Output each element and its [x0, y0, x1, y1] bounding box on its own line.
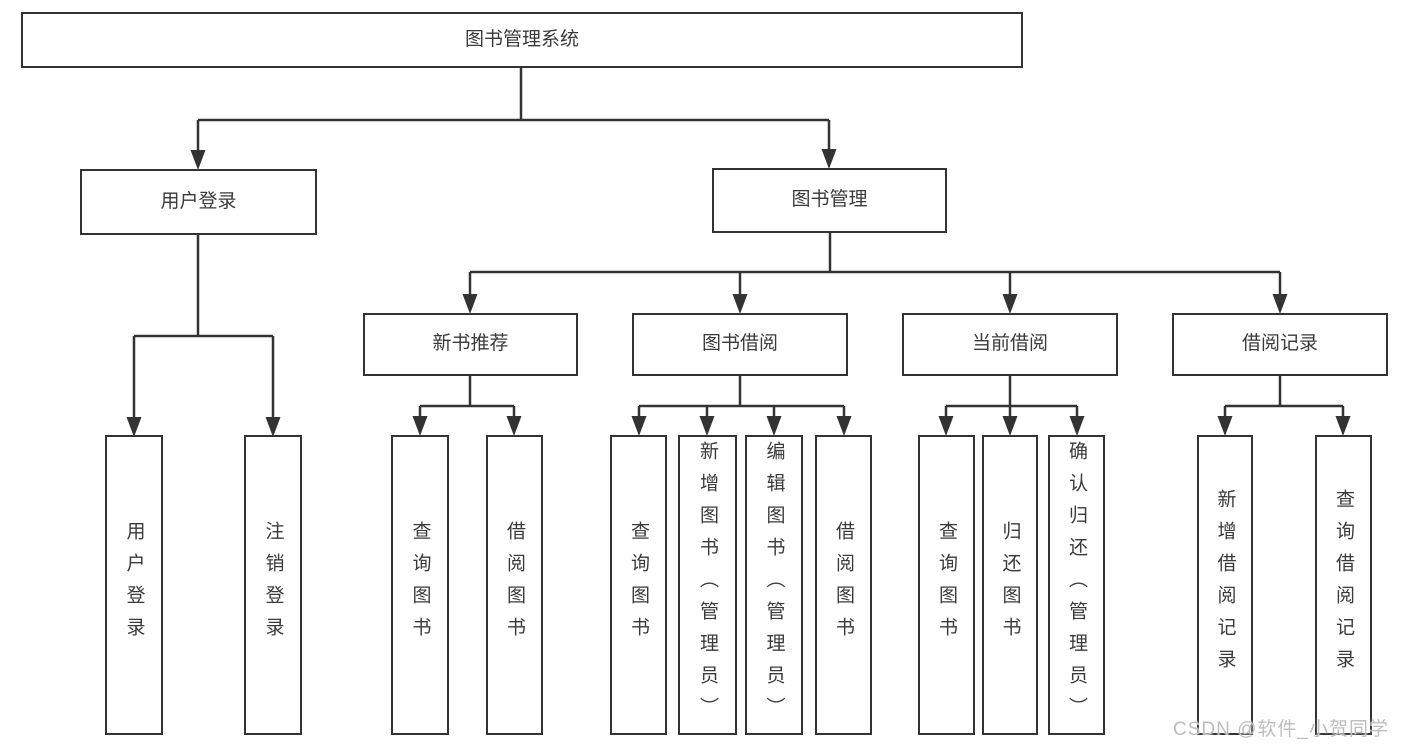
node-library-system: 图书管理系统 [21, 12, 1023, 68]
node-new-book-recommend: 新书推荐 [363, 313, 578, 376]
node-query-books-current: 查询图书 [918, 435, 975, 735]
node-add-borrow-record: 新增借阅记录 [1197, 435, 1253, 735]
node-borrow-books-leaf: 借阅图书 [815, 435, 872, 735]
node-logout-leaf: 注销登录 [244, 435, 302, 735]
node-user-login-leaf: 用户登录 [105, 435, 163, 735]
node-book-management: 图书管理 [712, 168, 947, 233]
node-current-borrow: 当前借阅 [902, 313, 1118, 376]
node-query-borrow-record: 查询借阅记录 [1315, 435, 1372, 735]
node-add-book-admin: 新增图书（管理员） [678, 435, 737, 735]
node-book-borrow: 图书借阅 [632, 313, 848, 376]
arrowhead-icons [126, 149, 1351, 437]
node-user-login: 用户登录 [80, 169, 317, 235]
watermark: CSDN @软件_小贺同学 [1173, 719, 1389, 740]
node-query-books-recommend: 查询图书 [391, 435, 449, 735]
node-borrow-records: 借阅记录 [1172, 313, 1388, 376]
node-edit-book-admin: 编辑图书（管理员） [745, 435, 803, 735]
node-return-book: 归还图书 [982, 435, 1038, 735]
node-query-books-borrow: 查询图书 [610, 435, 667, 735]
node-confirm-return-admin: 确认归还（管理员） [1048, 435, 1105, 735]
node-borrow-books-recommend: 借阅图书 [486, 435, 543, 735]
